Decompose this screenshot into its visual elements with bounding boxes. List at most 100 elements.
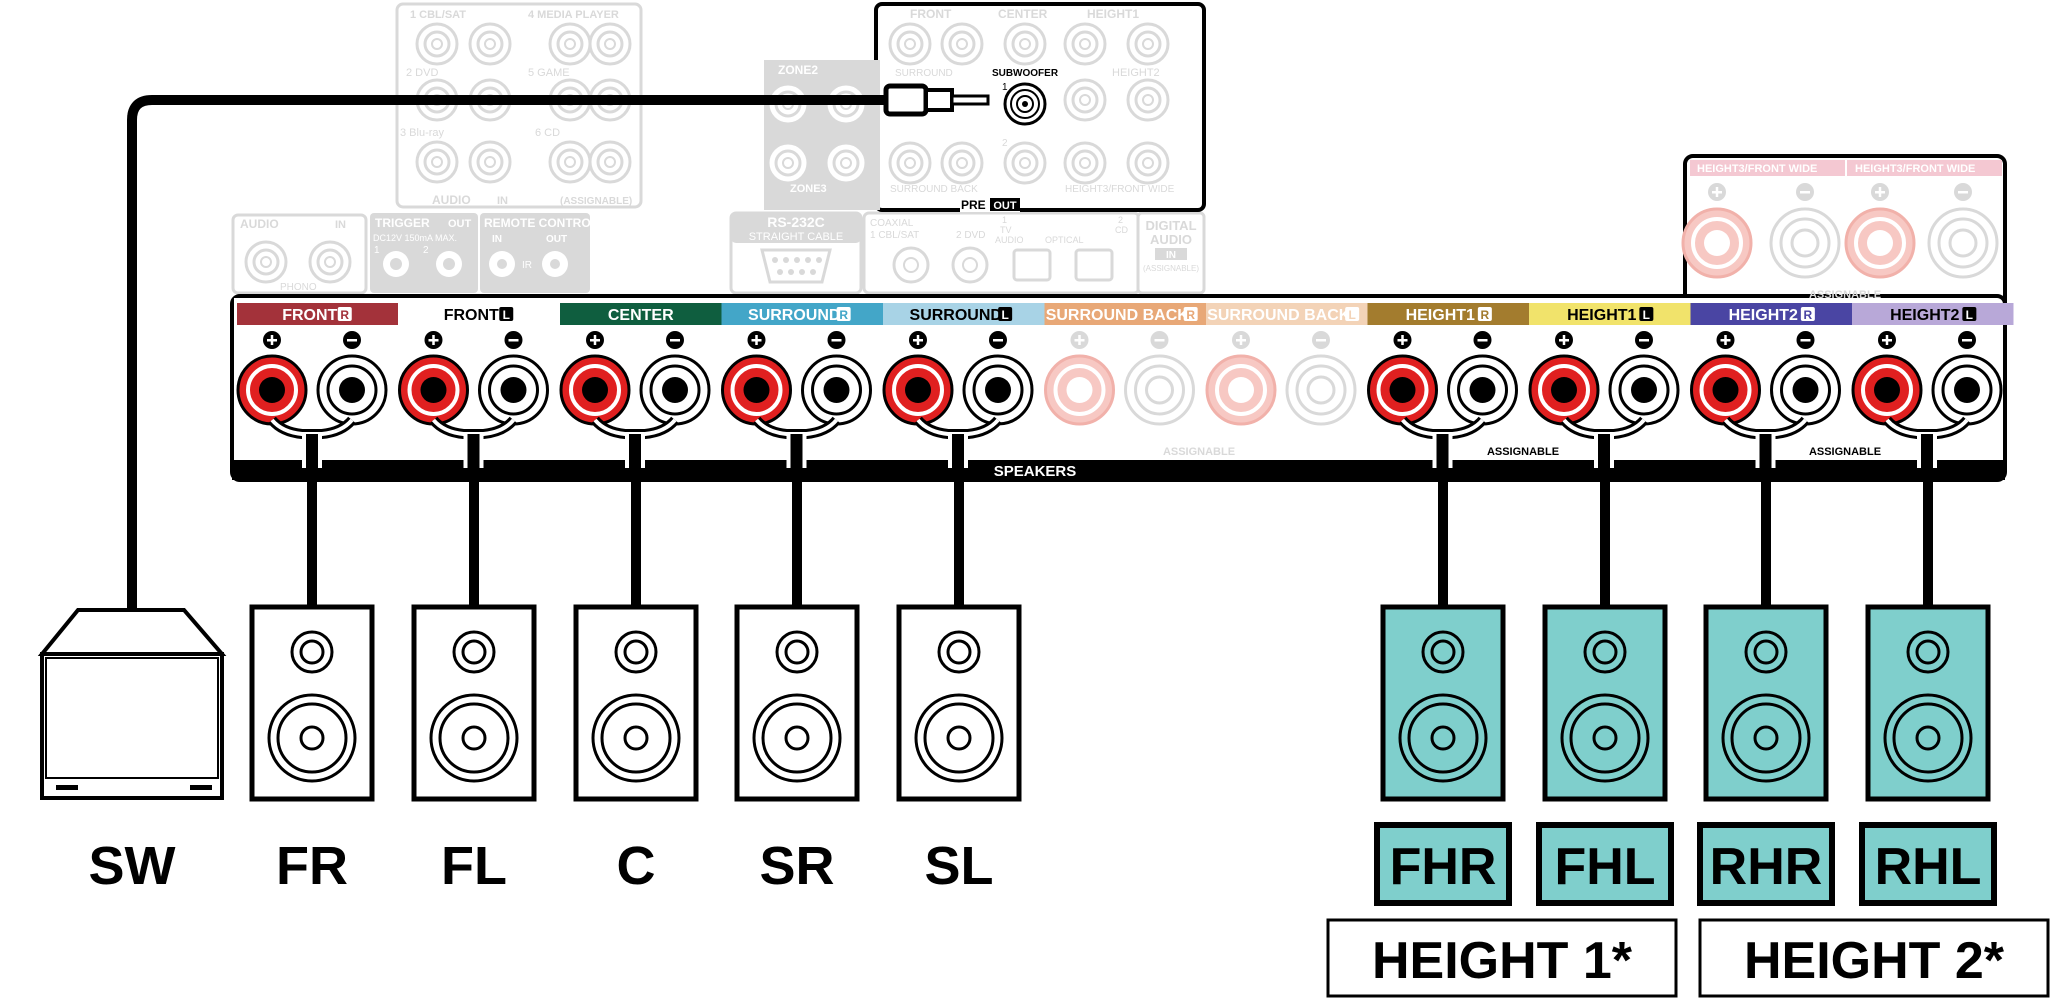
speaker-wire xyxy=(1883,416,1971,608)
digital-num-1: 1 xyxy=(1002,215,1007,225)
positive-terminal[interactable] xyxy=(1367,331,1438,426)
plus-icon xyxy=(263,331,281,349)
negative-terminal[interactable] xyxy=(1608,331,1680,426)
minus-icon xyxy=(1312,331,1330,349)
speaker-icon xyxy=(734,604,860,802)
audio-in-assignable-label: (ASSIGNABLE) xyxy=(560,196,632,207)
plus-icon xyxy=(1871,183,1889,201)
speaker-icon xyxy=(896,604,1022,802)
subwoofer-jack[interactable] xyxy=(1003,82,1047,126)
audio-in-media-label: 4 MEDIA PLAYER xyxy=(528,9,619,21)
trigger-panel: TRIGGER OUT DC12V 150mA MAX. 1 2 xyxy=(370,213,478,293)
negative-terminal[interactable] xyxy=(801,331,872,426)
negative-terminal[interactable] xyxy=(639,331,711,426)
remote-control-panel: REMOTE CONTROL IN OUT IR xyxy=(480,213,598,293)
zone2-label: ZONE2 xyxy=(778,63,818,77)
negative-terminal[interactable] xyxy=(962,331,1034,426)
minus-icon xyxy=(1635,331,1653,349)
channel-header-label: HEIGHT1 xyxy=(1406,307,1475,324)
negative-terminal[interactable] xyxy=(1447,331,1518,426)
speaker-label: FHR xyxy=(1390,838,1497,896)
phono-input-panel: AUDIO IN PHONO xyxy=(231,213,368,295)
channel-side-label: L xyxy=(1001,308,1008,322)
plus-icon xyxy=(747,331,766,349)
speaker-wire xyxy=(914,416,1002,608)
plus-icon xyxy=(424,331,443,349)
plus-icon xyxy=(1555,331,1573,349)
positive-terminal[interactable] xyxy=(1851,331,1923,426)
preout-height3-label: HEIGHT3/FRONT WIDE xyxy=(1065,184,1175,195)
speaker-icon xyxy=(1703,604,1829,802)
speaker-icon xyxy=(411,604,537,802)
digital-tv-label: TV xyxy=(1000,225,1012,235)
minus-icon xyxy=(1958,331,1976,349)
rs232c-panel: RS-232C STRAIGHT CABLE xyxy=(729,211,863,295)
negative-terminal[interactable] xyxy=(316,331,388,426)
negative-terminal[interactable] xyxy=(1931,331,2003,426)
speaker-c: C xyxy=(573,604,699,896)
speakers-label: SPEAKERS xyxy=(994,463,1077,480)
minus-icon xyxy=(504,331,523,349)
speaker-sw: SW xyxy=(37,608,227,896)
speaker-icon xyxy=(1380,604,1506,802)
audio-in-cbl-label: 1 CBL/SAT xyxy=(410,9,466,21)
plus-icon xyxy=(1070,331,1089,349)
minus-icon xyxy=(666,331,684,349)
plus-icon xyxy=(909,331,927,349)
positive-terminal[interactable] xyxy=(1690,331,1761,426)
plus-icon xyxy=(1232,331,1250,349)
negative-terminal xyxy=(1285,331,1357,426)
speaker-icon xyxy=(1865,604,1991,802)
channel-header-label: FRONT xyxy=(444,307,499,324)
channel-header-label: HEIGHT2 xyxy=(1729,307,1798,324)
digital-in-label: IN xyxy=(1166,250,1176,261)
digital-cd-label: CD xyxy=(1115,225,1128,235)
speaker-sr: SR xyxy=(734,604,860,896)
digital-coaxial-label: COAXIAL xyxy=(870,218,914,229)
positive-terminal xyxy=(1205,331,1277,426)
speaker-wire xyxy=(429,416,518,608)
speaker-wire xyxy=(1560,416,1648,608)
channel-header-label: HEIGHT1 xyxy=(1567,307,1636,324)
speaker-label: FL xyxy=(441,836,507,896)
speaker-sl: SL xyxy=(896,604,1022,896)
positive-terminal[interactable] xyxy=(398,331,469,426)
preout-surround-back-label: SURROUND BACK xyxy=(890,184,978,195)
preout-height1-label: HEIGHT1 xyxy=(1087,7,1139,21)
negative-terminal[interactable] xyxy=(478,331,549,426)
positive-terminal[interactable] xyxy=(721,331,792,426)
speaker-terminal-strip: HEIGHT3/FRONT WIDE HEIGHT3/FRONT WIDE AS… xyxy=(230,154,2014,482)
digital-num-2: 2 xyxy=(1118,215,1123,225)
positive-terminal[interactable] xyxy=(1528,331,1600,426)
assignable-label-3: ASSIGNABLE xyxy=(1809,446,1881,458)
channel-header-label: SURROUND xyxy=(748,307,840,324)
rs232c-title: RS-232C xyxy=(767,214,825,230)
negative-terminal xyxy=(1124,331,1195,426)
subwoofer-icon xyxy=(37,608,227,800)
remote-out-label: OUT xyxy=(546,234,567,245)
audio-in-audio-label: AUDIO xyxy=(432,193,471,207)
channel-center: CENTER xyxy=(560,303,722,325)
height3-negative-terminal xyxy=(1769,183,1841,279)
audio-in-cd-label: 6 CD xyxy=(535,127,560,139)
height-group-labels: HEIGHT 1* HEIGHT 2* xyxy=(1326,918,2050,998)
speaker-icon xyxy=(249,604,375,802)
speaker-label: RHR xyxy=(1710,838,1823,896)
plus-icon xyxy=(1716,331,1735,349)
negative-terminal[interactable] xyxy=(1770,331,1841,426)
minus-icon xyxy=(827,331,846,349)
positive-terminal[interactable] xyxy=(236,331,308,426)
channel-side-label: L xyxy=(503,308,510,322)
positive-terminal[interactable] xyxy=(882,331,954,426)
minus-icon xyxy=(1954,183,1972,201)
preout-height2-label: HEIGHT2 xyxy=(1112,67,1160,79)
height3-positive-terminal xyxy=(1681,183,1753,279)
phono-label: PHONO xyxy=(280,282,317,293)
assignable-label-2: ASSIGNABLE xyxy=(1487,446,1559,458)
speaker-wire xyxy=(268,416,356,608)
digital-cbl-label: 1 CBL/SAT xyxy=(870,230,919,241)
positive-terminal[interactable] xyxy=(559,331,631,426)
